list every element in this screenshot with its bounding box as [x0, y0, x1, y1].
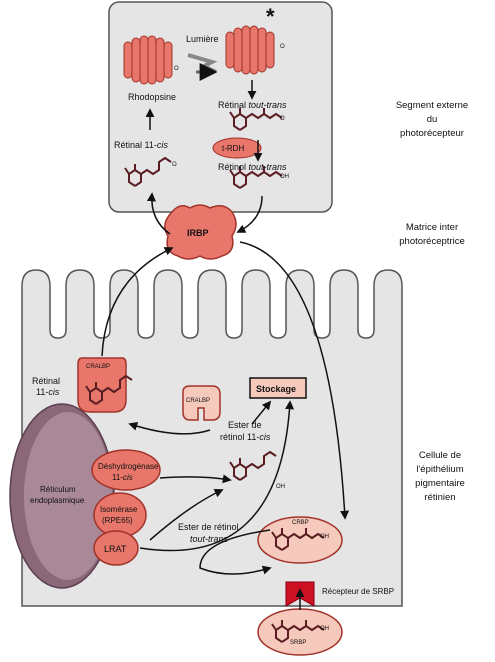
label-stockage: Stockage	[256, 384, 296, 394]
label-ester-11cis-2: rétinol 11-cis	[220, 432, 271, 442]
isomerase-enzyme	[93, 492, 147, 538]
cralbp-apo	[182, 385, 221, 421]
label-o-4: O	[172, 162, 177, 168]
label-lrat: LRAT	[104, 544, 127, 554]
region-rpe-2: l'épithélium	[416, 464, 463, 475]
label-oh-4: OH	[320, 626, 329, 632]
label-er-2: endoplasmique	[30, 496, 85, 505]
region-os-2: du	[427, 114, 438, 125]
arrow-cis-ester-to-stockage	[251, 400, 272, 425]
label-srbp: SRBP	[290, 640, 306, 646]
label-cralbp-apo: CRALBP	[186, 398, 210, 404]
region-matrix-1: Matrice inter	[406, 222, 458, 233]
er-inner	[24, 412, 112, 580]
label-o-2: O	[174, 66, 179, 72]
label-ester-trans-2: tout-trans	[190, 534, 229, 544]
label-dehydrogenase-2: 11-cis	[112, 473, 133, 482]
label-isomerase-2: (RPE65)	[102, 516, 133, 525]
region-rpe-3: pigmentaire	[415, 478, 465, 489]
label-crbp: CRBP	[292, 520, 309, 526]
arrow-os-to-irbp	[236, 195, 263, 233]
label-retinol-all-trans: Rétinol tout-trans	[218, 162, 287, 172]
region-rpe-4: rétinien	[424, 492, 455, 503]
arrow-dh-to-ester	[159, 474, 232, 484]
label-retinal-rpe-2: 11-cis	[36, 387, 60, 397]
arrow-cralbp-cycle	[128, 421, 211, 435]
label-oh-1: OH	[280, 174, 289, 180]
lrat-enzyme	[93, 530, 139, 566]
region-os-1: Segment externe	[396, 100, 468, 111]
trdh-enzyme	[212, 137, 262, 159]
label-isomerase-1: Isomérase	[100, 505, 138, 514]
label-ester-11cis-1: Ester de	[228, 420, 262, 430]
region-rpe-1: Cellule de	[419, 450, 461, 461]
label-asterisk: *	[266, 4, 275, 29]
label-dehydrogenase-1: Déshydrogénase	[98, 462, 159, 471]
label-cralbp-bound: CRALBP	[86, 364, 110, 370]
activated-rhodopsin	[225, 25, 275, 75]
label-irbp: IRBP	[187, 228, 209, 238]
arrow-crbp-to-lrat	[199, 529, 272, 575]
arrow-irbp-to-os	[146, 192, 171, 235]
arrow-irbp-to-crbp	[239, 241, 350, 520]
label-oh-2: OH	[276, 484, 285, 490]
srbp-protein	[257, 608, 343, 656]
dehydrogenase-enzyme	[91, 449, 161, 491]
crbp-protein	[257, 516, 343, 564]
arrow-rpe-to-irbp	[101, 247, 174, 357]
rhodopsin-protein	[123, 35, 173, 85]
label-lumiere: Lumière	[186, 34, 219, 44]
label-retinal-all-trans: Rétinal tout-trans	[218, 100, 287, 110]
label-srbp-receptor: Récepteur de SRBP	[322, 587, 394, 596]
stockage-box	[249, 377, 307, 399]
label-o-3: O	[280, 116, 285, 122]
region-matrix-2: photoréceptrice	[399, 236, 464, 247]
label-rhodopsine: Rhodopsine	[128, 92, 176, 102]
label-er-1: Réticulum	[40, 485, 76, 494]
label-retinal-11cis-os: Rétinal 11-cis	[114, 140, 168, 150]
arrow-isomerase	[149, 488, 224, 541]
label-oh-3: OH	[320, 534, 329, 540]
label-o-1: O	[280, 44, 285, 50]
label-trdh: t-RDH	[222, 144, 244, 153]
region-os-3: photorécepteur	[400, 128, 464, 139]
label-retinal-rpe-1: Rétinal	[32, 376, 60, 386]
label-ester-trans-1: Ester de rétinol	[178, 522, 239, 532]
arrow-lrat-to-stockage	[139, 400, 295, 552]
